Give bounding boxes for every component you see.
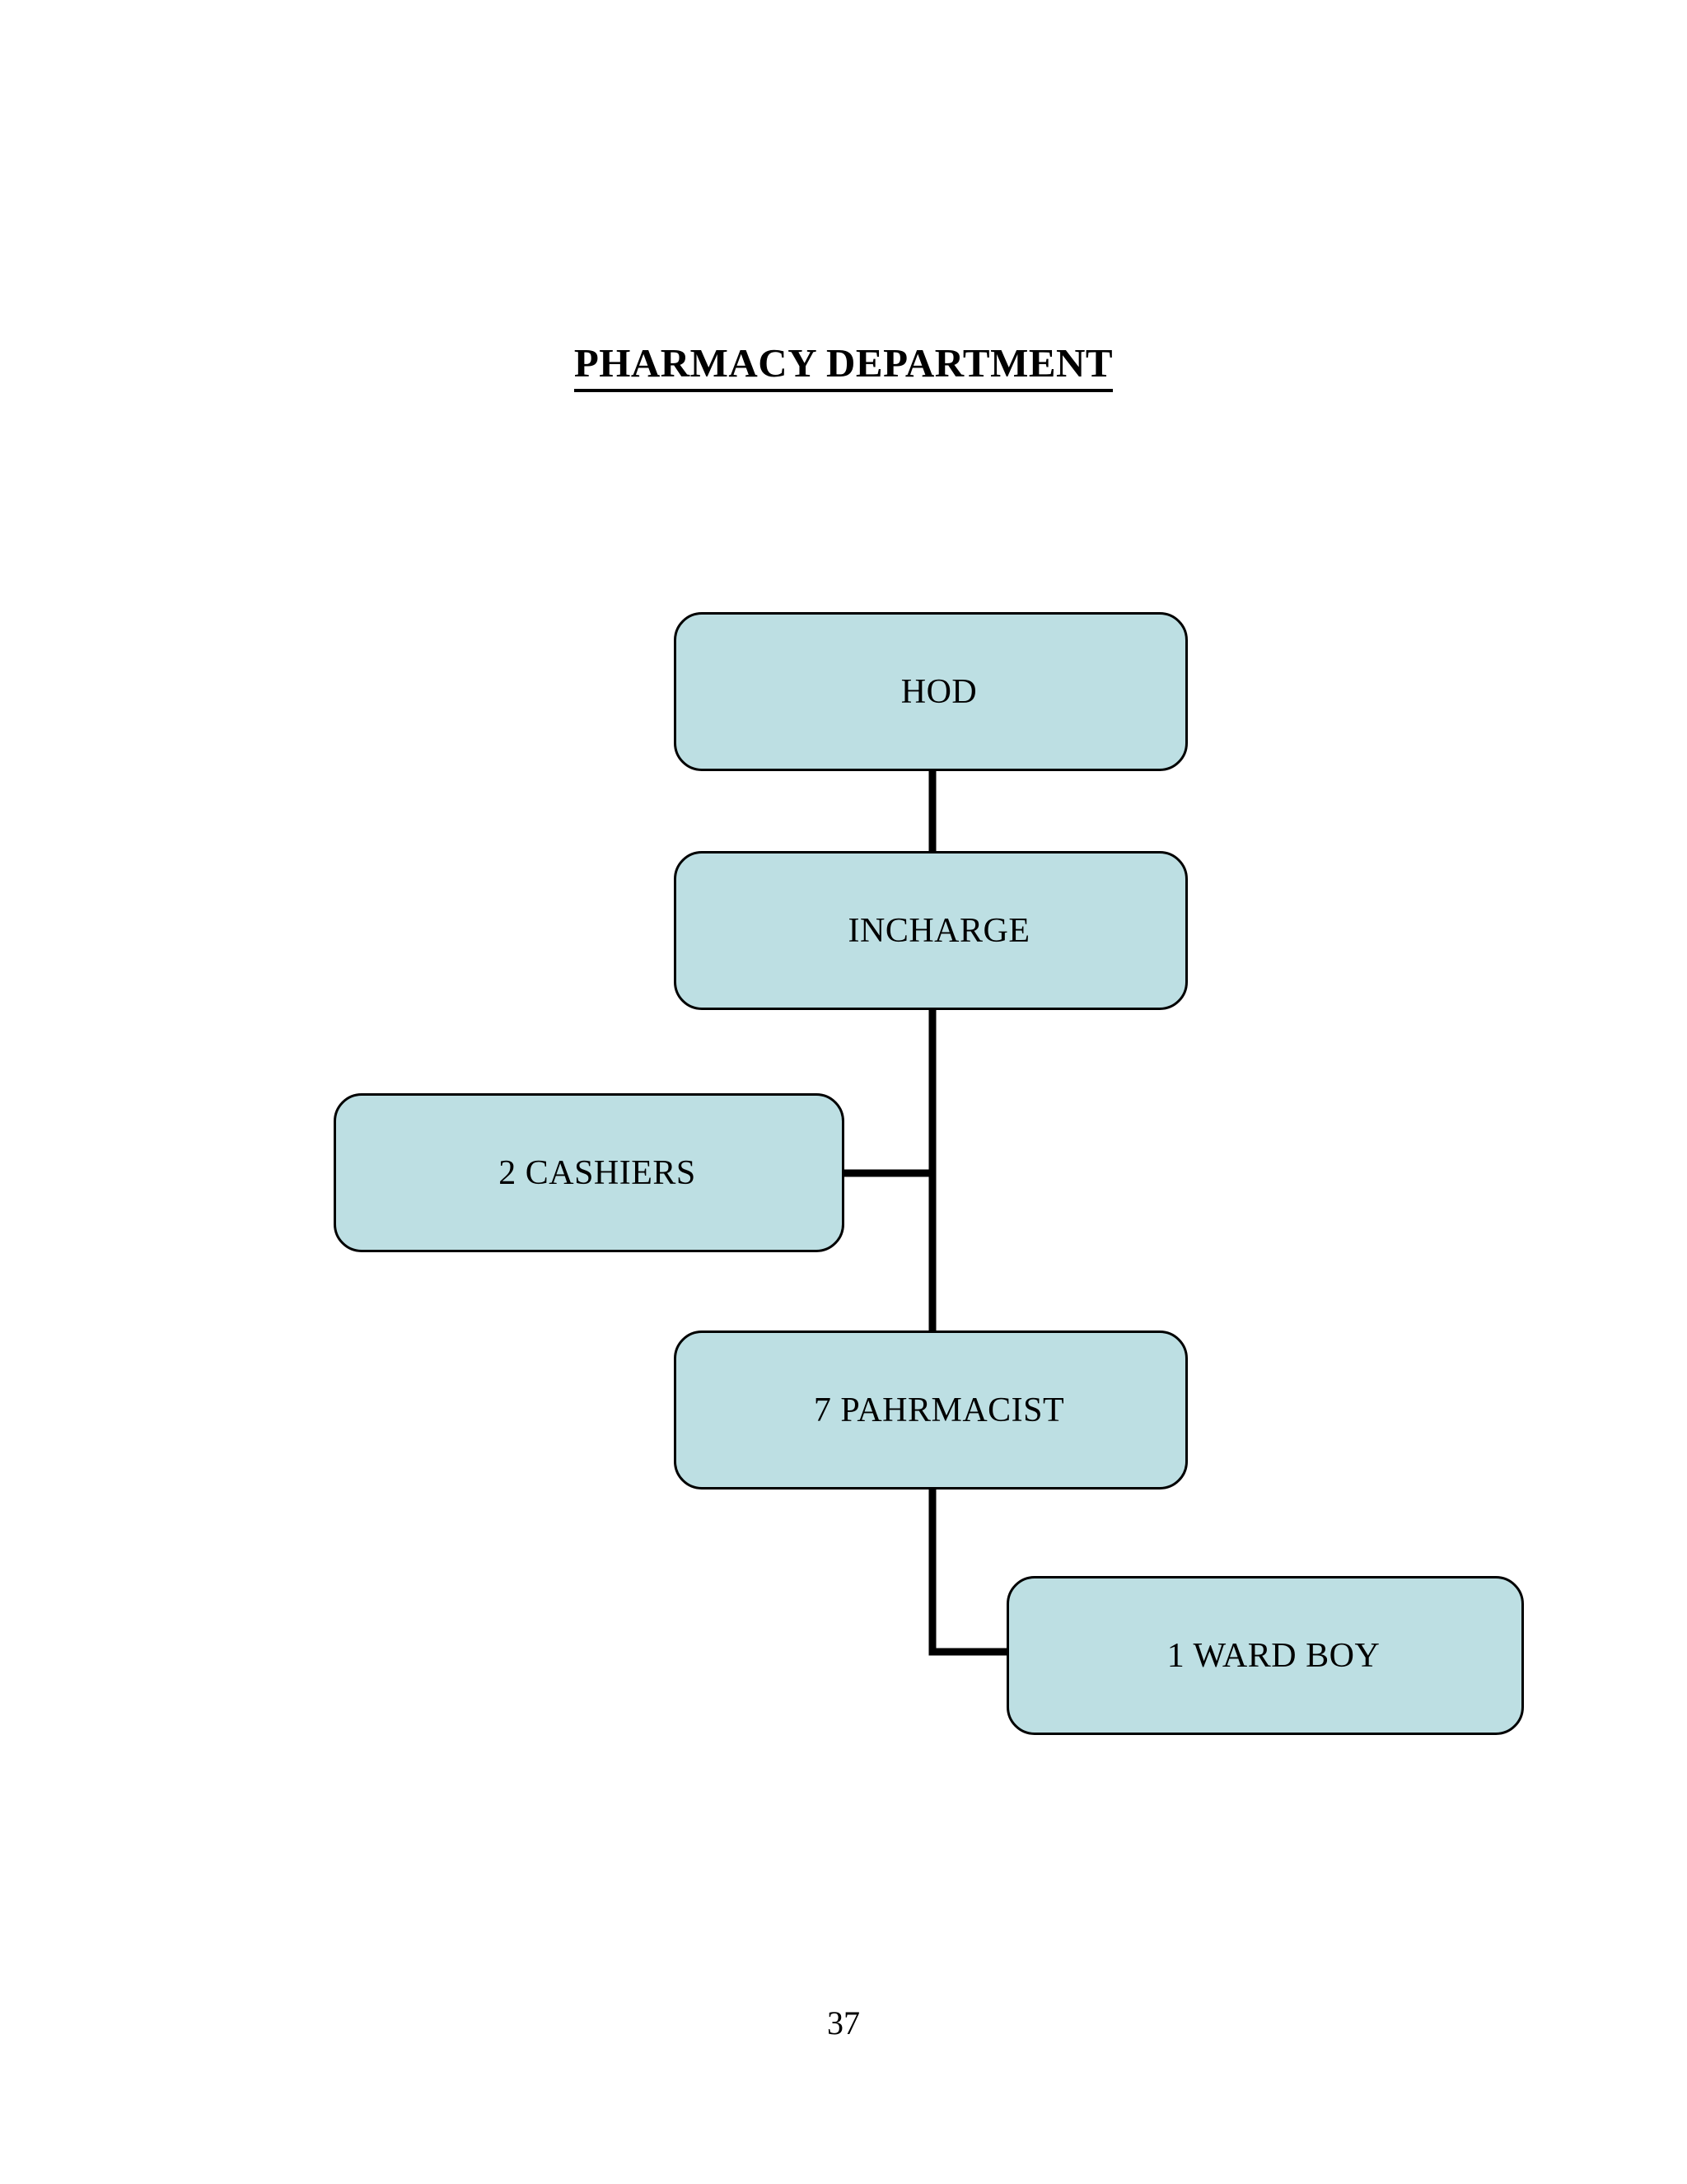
org-node-wardboy-label: 1 WARD BOY <box>1166 1636 1381 1675</box>
org-node-incharge[interactable]: INCHARGE <box>674 851 1188 1010</box>
page-title-text: PHARMACY DEPARTMENT <box>573 340 1114 392</box>
connector-pharmacist-to-wardboy <box>928 1490 1010 1656</box>
page-title: PHARMACY DEPARTMENT <box>0 339 1687 392</box>
org-node-cashiers-label: 2 CASHIERS <box>498 1153 696 1192</box>
org-node-hod-label: HOD <box>900 672 978 711</box>
org-node-pharmacist-label: 7 PAHRMACIST <box>813 1391 1065 1429</box>
org-node-wardboy[interactable]: 1 WARD BOY <box>1007 1576 1524 1735</box>
org-node-pharmacist[interactable]: 7 PAHRMACIST <box>674 1331 1188 1490</box>
org-node-hod[interactable]: HOD <box>674 612 1188 771</box>
org-node-cashiers[interactable]: 2 CASHIERS <box>334 1093 844 1252</box>
page-number: 37 <box>827 2004 860 2041</box>
org-node-incharge-label: INCHARGE <box>848 911 1030 950</box>
